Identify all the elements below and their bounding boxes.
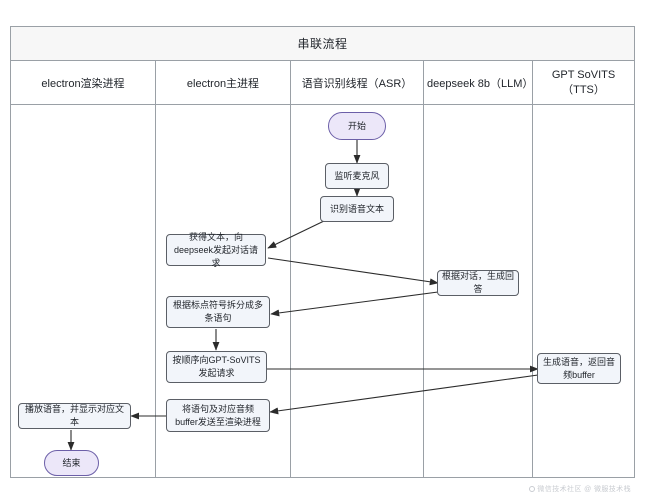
node-llm-generate-answer[interactable]: 根据对话，生成回答 bbox=[437, 270, 519, 296]
lane-header-main: electron主进程 bbox=[156, 61, 291, 104]
watermark: 微信技术社区 @ 微服技术栈 bbox=[529, 484, 631, 494]
watermark-logo-icon bbox=[529, 486, 536, 492]
watermark-text: 微信技术社区 @ 微服技术栈 bbox=[537, 486, 631, 493]
lane-body-asr bbox=[291, 105, 424, 478]
node-listen-mic[interactable]: 监听麦克风 bbox=[325, 163, 389, 189]
diagram-title-band: 串联流程 bbox=[11, 27, 634, 61]
node-split-by-punctuation[interactable]: 根据标点符号拆分成多条语句 bbox=[166, 296, 270, 328]
node-recognize-speech[interactable]: 识别语音文本 bbox=[320, 196, 394, 222]
lane-body-llm bbox=[424, 105, 533, 478]
lane-body-renderer bbox=[11, 105, 156, 478]
node-get-text-request-llm[interactable]: 获得文本，向deepseek发起对话请求 bbox=[166, 232, 266, 268]
lane-body-tts bbox=[533, 105, 634, 478]
node-play-audio-show-text[interactable]: 播放语音，并显示对应文本 bbox=[18, 403, 131, 429]
node-end[interactable]: 结束 bbox=[44, 450, 99, 476]
diagram-title: 串联流程 bbox=[297, 37, 348, 51]
node-request-sovits[interactable]: 按顺序向GPT-SoVITS发起请求 bbox=[166, 351, 267, 383]
node-tts-generate-buffer[interactable]: 生成语音，返回音频buffer bbox=[537, 353, 621, 384]
node-start[interactable]: 开始 bbox=[328, 112, 386, 140]
lane-header-asr: 语音识别线程（ASR） bbox=[291, 61, 424, 104]
lane-header-row: electron渲染进程 electron主进程 语音识别线程（ASR） dee… bbox=[11, 61, 634, 105]
lane-header-renderer: electron渲染进程 bbox=[11, 61, 156, 104]
lane-header-llm: deepseek 8b（LLM） bbox=[424, 61, 533, 104]
lane-header-tts: GPT SoVITS（TTS） bbox=[533, 61, 634, 104]
node-send-to-renderer[interactable]: 将语句及对应音频buffer发送至渲染进程 bbox=[166, 399, 270, 432]
